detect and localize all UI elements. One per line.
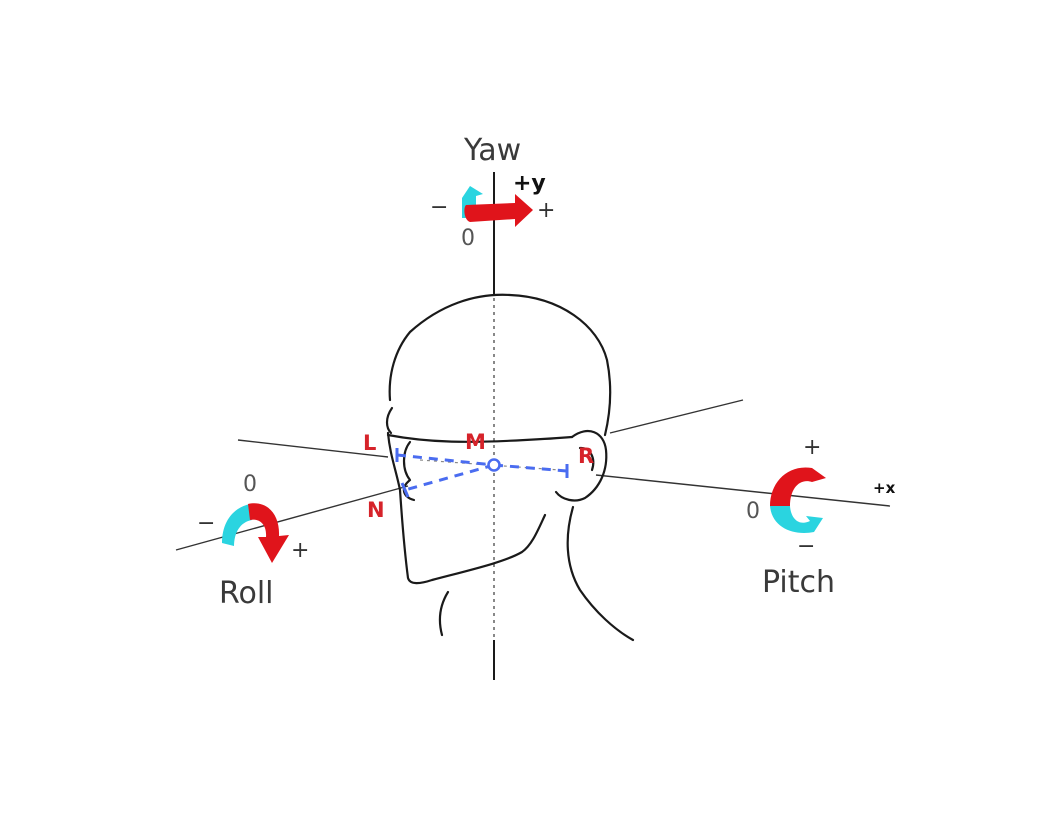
- tick-n: [400, 482, 410, 498]
- yaw-zero-label: 0: [461, 226, 475, 251]
- midpoint-marker: [487, 458, 501, 472]
- point-label-n: N: [367, 498, 385, 522]
- roll-minus-sign: −: [197, 511, 215, 536]
- yaw-direction-label: +y: [513, 171, 546, 196]
- roll-axis-right: [609, 399, 744, 434]
- yaw-title: Yaw: [463, 133, 521, 168]
- glasses-top: [386, 433, 574, 443]
- pitch-axis-right: [595, 474, 891, 507]
- pitch-positive-arrow-icon: [770, 467, 826, 506]
- axes: [175, 172, 891, 680]
- pitch-plus-sign: +: [803, 435, 821, 460]
- dashed-line-m-n: [404, 463, 495, 492]
- roll-negative-arrow-icon: [222, 504, 252, 546]
- forehead-brow: [385, 406, 394, 435]
- pitch-zero-label: 0: [746, 499, 760, 524]
- dashed-line-l-m: [396, 453, 495, 467]
- point-label-m: M: [465, 430, 486, 454]
- point-label-r: R: [578, 444, 594, 468]
- point-label-l: L: [363, 431, 376, 455]
- neck-front: [438, 590, 450, 637]
- roll-title: Roll: [219, 576, 274, 611]
- point-labels: L M R N: [363, 430, 594, 522]
- measurement-lines: [395, 448, 569, 498]
- yaw-indicator: Yaw +y − + 0: [430, 133, 555, 251]
- pitch-direction-label: +x: [873, 479, 896, 497]
- pitch-minus-sign: −: [797, 534, 815, 559]
- pitch-negative-arrow-icon: [770, 506, 823, 533]
- dashed-line-m-r: [493, 463, 568, 473]
- skull-outline: [388, 293, 612, 437]
- yaw-minus-sign: −: [430, 195, 448, 220]
- roll-indicator: Roll 0 − +: [197, 472, 309, 611]
- pitch-title: Pitch: [762, 565, 835, 600]
- ear: [554, 429, 608, 502]
- roll-zero-label: 0: [243, 472, 257, 497]
- yaw-plus-sign: +: [537, 198, 555, 223]
- roll-axis-left: [175, 485, 409, 551]
- pitch-indicator: Pitch +x + − 0: [746, 435, 896, 600]
- neck-back: [566, 505, 635, 642]
- roll-plus-sign: +: [291, 538, 309, 563]
- yaw-positive-arrow-icon: [464, 194, 533, 227]
- pitch-axis-left: [237, 439, 389, 458]
- ear-inner: [578, 446, 595, 472]
- roll-positive-arrow-icon: [248, 503, 289, 563]
- face-profile: [386, 431, 547, 585]
